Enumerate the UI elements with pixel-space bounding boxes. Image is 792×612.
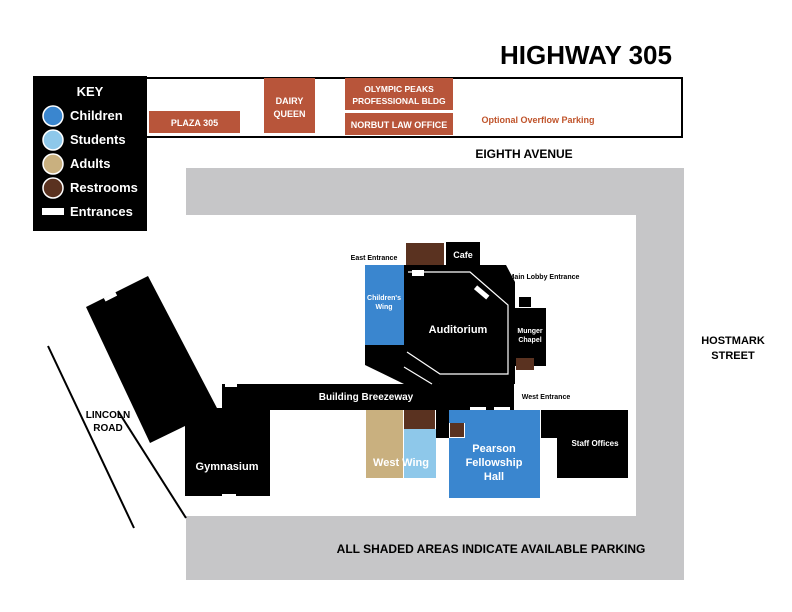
- overflow-parking-label: Optional Overflow Parking: [481, 115, 594, 125]
- west-wing-label: West Wing: [373, 457, 429, 469]
- east-entrance-marker: [412, 270, 424, 276]
- dairy-queen-label-2: QUEEN: [273, 109, 305, 119]
- entrance-marker: [470, 407, 486, 411]
- east-entrance-label: East Entrance: [351, 255, 398, 262]
- children-circle-icon: [42, 105, 64, 127]
- restrooms-circle-icon: [42, 177, 64, 199]
- childrens-wing: [365, 265, 404, 345]
- west-wing-students: [404, 429, 436, 478]
- auditorium-label: Auditorium: [429, 324, 488, 336]
- parking-note: ALL SHADED AREAS INDICATE AVAILABLE PARK…: [337, 542, 646, 556]
- auditorium-stage-marker: [473, 285, 490, 300]
- munger-chapel: [514, 308, 546, 366]
- auditorium-lobby: [365, 344, 440, 384]
- west-wing-adults: [366, 410, 403, 478]
- pearson-fellowship-hall: [449, 410, 540, 498]
- legend-children: Children: [70, 108, 123, 123]
- olympic-peaks-label-1: OLYMPIC PEAKS: [364, 84, 434, 94]
- pearson-connector: [436, 410, 449, 438]
- entrance-marker: [494, 407, 510, 411]
- lincoln-road-label-1: LINCOLN: [86, 410, 130, 421]
- dairy-queen-block: [264, 78, 315, 133]
- entrance-marker: [103, 292, 118, 302]
- breezeway-label: Building Breezeway: [319, 392, 414, 403]
- childrens-wing-label-1: Children's: [367, 295, 401, 302]
- west-diagonal-building: [86, 276, 218, 443]
- munger-chapel-label-2: Chapel: [518, 337, 541, 344]
- legend-heading: KEY: [77, 84, 104, 99]
- building-breezeway: [222, 384, 514, 410]
- plaza-305-label: PLAZA 305: [171, 118, 218, 128]
- staff-offices-label: Staff Offices: [571, 439, 619, 448]
- restroom-north: [406, 243, 444, 265]
- eighth-avenue-label: EIGHTH AVENUE: [475, 147, 572, 161]
- parking-lot: [186, 168, 684, 580]
- cafe: [446, 242, 480, 266]
- auditorium-line: [403, 366, 433, 385]
- plaza-305-block: [149, 111, 240, 133]
- hostmark-label-1: HOSTMARK: [701, 335, 765, 347]
- west-entrance-label: West Entrance: [522, 394, 571, 401]
- lincoln-road-line: [47, 345, 135, 529]
- staff-offices: [557, 410, 628, 478]
- dairy-queen-label-1: DAIRY: [276, 96, 304, 106]
- gym-entrance-marker: [222, 494, 236, 498]
- legend-entrances: Entrances: [70, 204, 133, 219]
- students-circle-icon: [42, 129, 64, 151]
- gymnasium: [185, 408, 270, 496]
- lincoln-road-edge: [117, 410, 187, 519]
- staff-connector: [541, 410, 557, 438]
- norbut-law-block: [345, 113, 453, 135]
- auditorium-outline: [406, 271, 509, 375]
- norbut-law-label: NORBUT LAW OFFICE: [351, 120, 448, 130]
- hostmark-label-2: STREET: [711, 350, 755, 362]
- legend: KEY Children Students Adults Restrooms E…: [33, 76, 147, 231]
- restroom-chapel: [516, 358, 534, 370]
- olympic-peaks-label-2: PROFESSIONAL BLDG: [352, 96, 446, 106]
- legend-restrooms: Restrooms: [70, 180, 138, 195]
- restroom-west-wing: [404, 410, 435, 429]
- childrens-wing-label-2: Wing: [375, 304, 392, 311]
- cafe-label: Cafe: [453, 250, 473, 260]
- entrance-bar-icon: [42, 208, 64, 215]
- pearson-label-3: Hall: [484, 471, 504, 483]
- main-lobby-entrance-block: [519, 297, 531, 307]
- main-lobby-label: Main Lobby Entrance: [509, 274, 580, 281]
- pearson-label-2: Fellowship: [466, 457, 523, 469]
- legend-students: Students: [70, 132, 126, 147]
- adults-circle-icon: [42, 153, 64, 175]
- lincoln-road-label-2: ROAD: [93, 423, 122, 434]
- entrance-marker: [225, 384, 237, 387]
- legend-adults: Adults: [70, 156, 110, 171]
- gymnasium-label: Gymnasium: [196, 461, 259, 473]
- olympic-peaks-block: [345, 78, 453, 110]
- highway-title: HIGHWAY 305: [500, 40, 672, 70]
- pearson-label-1: Pearson: [472, 443, 516, 455]
- munger-chapel-label-1: Munger: [517, 328, 543, 335]
- restroom-pearson: [450, 423, 464, 437]
